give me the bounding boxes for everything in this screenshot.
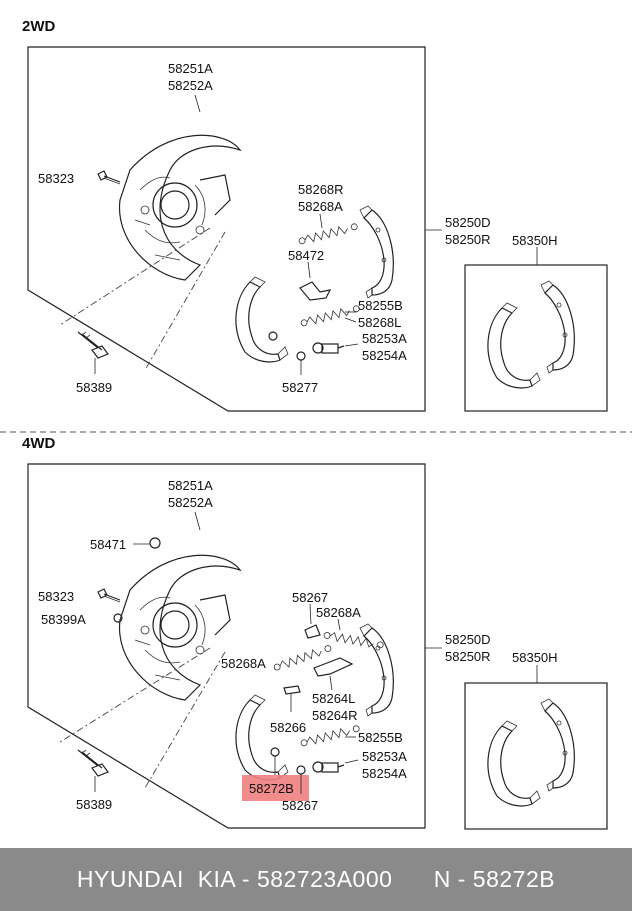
label-58267-bottom: 58267 [282,798,318,813]
label-4wd-58254a: 58254A [362,766,407,781]
label-4wd-58253a: 58253A [362,749,407,764]
label-4wd-58250r: 58250R [445,649,491,664]
label-58267-top: 58267 [292,590,328,605]
part-number-footer: HYUNDAI KIA - 582723A000 N - 58272B [0,848,632,911]
bolt-2wd [97,170,121,185]
label-4wd-58323: 58323 [38,589,74,604]
part-58272b [270,747,280,757]
label-58471: 58471 [90,537,126,552]
label-4wd-58251a: 58251A [168,478,213,493]
label-58266: 58266 [270,720,306,735]
label-4wd-58350h: 58350H [512,650,558,665]
backing-plate-4wd [118,554,241,701]
label-58268r: 58268R [298,182,344,197]
spring-58268r [297,221,359,246]
section-2wd-frame [27,46,426,412]
lever-58264 [313,657,354,677]
section-4wd-frame [27,463,426,829]
retainer-58267-bottom [296,765,306,775]
label-58264r: 58264R [312,708,358,723]
label-58399a: 58399A [41,612,86,627]
spring-58268a-top [322,630,385,650]
kit-box-4wd [464,682,608,830]
section-2wd: 2WD 58251A 58252A 58323 58268R 58268A 58… [22,18,608,412]
kit-box-2wd [464,264,608,412]
label-58268a-left: 58268A [221,656,266,671]
footer-text: HYUNDAI KIA - 582723A000 N - 58272B [76,866,556,892]
mount-bolt-4wd [77,749,109,777]
label-58272b: 58272B [249,781,294,796]
section-4wd: 4WD 58251A 58252A 58471 58323 58399A 582… [22,435,608,830]
label-58255b: 58255B [358,298,403,313]
adjuster-4wd [312,761,345,773]
clip-58266 [283,685,301,695]
section-title-4wd: 4WD [22,435,56,452]
label-58268a: 58268A [298,199,343,214]
lever-58472 [299,281,332,301]
label-58252a: 58252A [168,78,213,93]
label-4wd-58250d: 58250D [445,632,491,647]
pin-58277 [296,351,306,361]
spring-58255b-4wd [299,723,361,748]
label-58253a: 58253A [362,331,407,346]
label-4wd-58255b: 58255B [358,730,403,745]
backing-plate-2wd [118,134,241,281]
label-58268a-top: 58268A [316,605,361,620]
spring-58255b [299,303,361,328]
kit-shoe-left-4wd [487,720,541,807]
shoe-right-4wd [359,623,394,717]
cap-58471 [149,537,161,549]
parts-diagram: 2WD 58251A 58252A 58323 58268R 58268A 58… [0,18,632,830]
label-58250d: 58250D [445,215,491,230]
label-58389: 58389 [76,380,112,395]
label-58264l: 58264L [312,691,355,706]
shoe-right-2wd [359,205,394,299]
kit-shoe-left-2wd [487,302,541,389]
retainer-58267-top [304,624,321,639]
label-4wd-58252a: 58252A [168,495,213,510]
shoe-left-4wd [235,694,289,781]
kit-shoe-right-4wd [540,698,575,792]
nut-58399a [113,613,123,623]
label-58472: 58472 [288,248,324,263]
label-58251a: 58251A [168,61,213,76]
section-title-2wd: 2WD [22,18,56,35]
spring-58268a-left [272,643,333,673]
shoe-left-2wd [235,276,289,363]
label-58254a: 58254A [362,348,407,363]
pin-2wd [268,331,278,341]
label-58323: 58323 [38,171,74,186]
kit-shoe-right-2wd [540,280,575,374]
label-58250r: 58250R [445,232,491,247]
adjuster-2wd [312,342,345,354]
label-4wd-58389: 58389 [76,797,112,812]
highlight-58272b [242,775,309,801]
label-58268l: 58268L [358,315,401,330]
label-58350h: 58350H [512,233,558,248]
bolt-4wd [97,588,121,603]
label-58277: 58277 [282,380,318,395]
